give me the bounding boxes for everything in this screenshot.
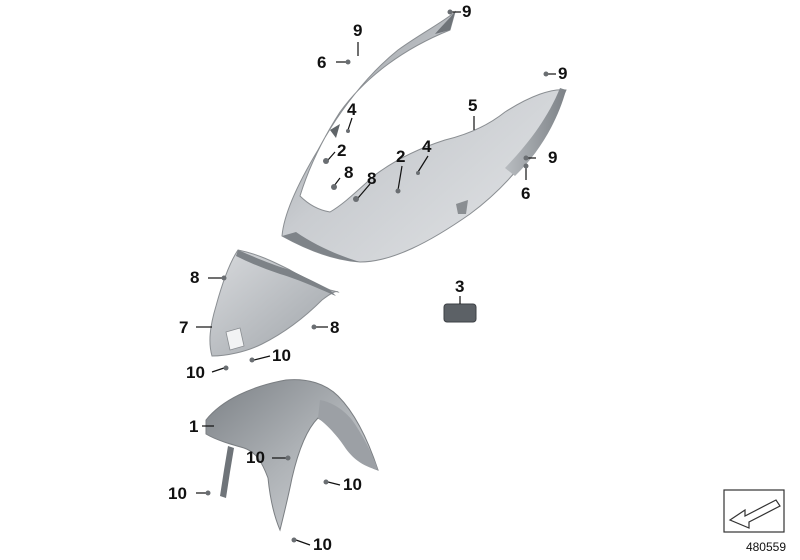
callout-8: 8 — [190, 268, 199, 287]
callout-4: 4 — [347, 100, 357, 119]
callout-10: 10 — [246, 448, 265, 467]
callout-8: 8 — [330, 318, 339, 337]
callout-1: 1 — [189, 417, 198, 436]
callouts: 9 9 9 9 6 6 5 4 4 2 2 8 8 8 8 3 7 10 10 … — [168, 2, 567, 554]
callout-6: 6 — [521, 184, 530, 203]
callout-3: 3 — [455, 277, 464, 296]
cover-part — [443, 303, 477, 323]
callout-9: 9 — [558, 64, 567, 83]
callout-10: 10 — [186, 363, 205, 382]
callout-4: 4 — [422, 137, 432, 156]
callout-9: 9 — [548, 148, 557, 167]
fasteners — [205, 9, 549, 543]
callout-10: 10 — [343, 475, 362, 494]
callout-7: 7 — [179, 318, 188, 337]
front-fender-part — [205, 379, 379, 532]
callout-10: 10 — [272, 346, 291, 365]
callout-9: 9 — [353, 21, 362, 40]
callout-10: 10 — [168, 484, 187, 503]
upper-fairing-part — [281, 10, 567, 263]
callout-8: 8 — [344, 163, 353, 182]
callout-8: 8 — [367, 169, 376, 188]
orientation-arrow-icon — [723, 489, 785, 533]
diagram-number: 480559 — [745, 540, 786, 554]
callout-5: 5 — [468, 96, 477, 115]
callout-9: 9 — [462, 2, 471, 21]
callout-10: 10 — [313, 535, 332, 554]
leader-lines — [196, 11, 556, 546]
callout-6: 6 — [317, 53, 326, 72]
inner-panel-part — [209, 249, 340, 357]
callout-2: 2 — [396, 147, 405, 166]
callout-2: 2 — [337, 141, 346, 160]
